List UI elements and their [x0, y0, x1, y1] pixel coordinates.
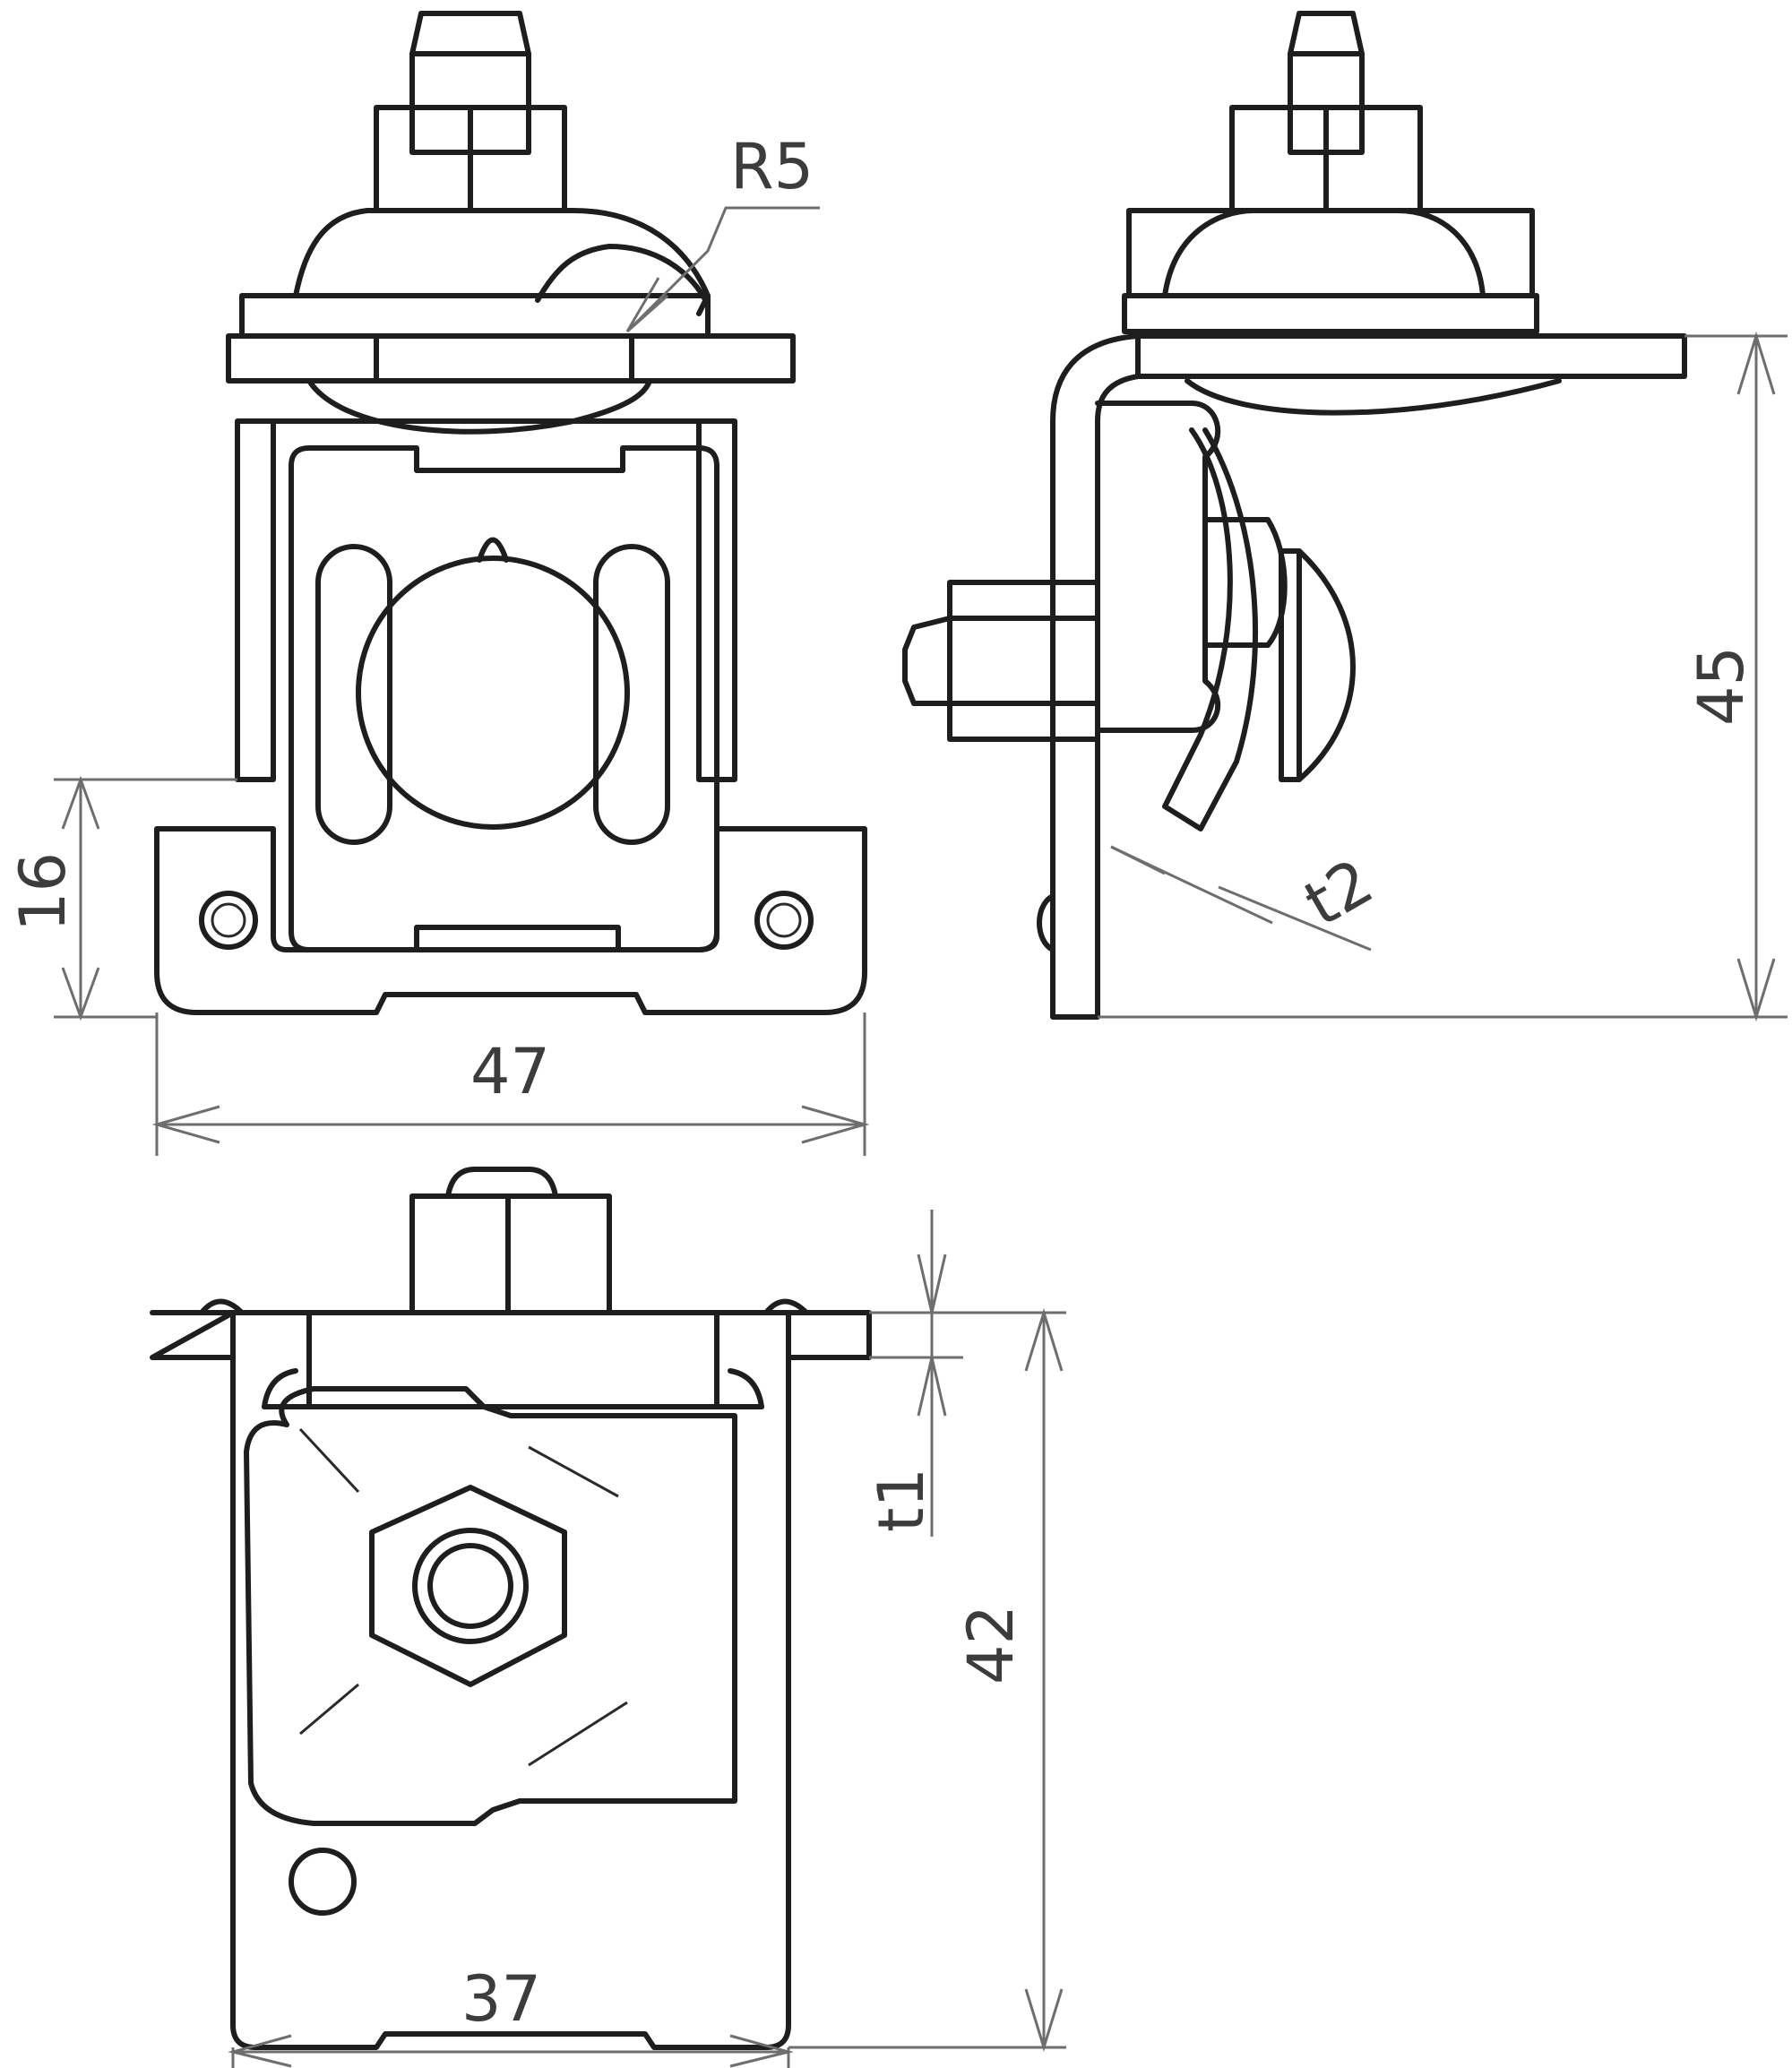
clamp-arc	[1162, 427, 1259, 832]
dome-plate	[1279, 548, 1302, 782]
top-view: t1 42 37	[150, 1167, 1066, 2068]
mounting-hole-right	[754, 891, 814, 950]
dome	[1297, 548, 1356, 782]
side-angle-bracket	[1050, 333, 1141, 1020]
main-plate	[226, 333, 796, 383]
side-view: t2 45	[902, 11, 1788, 1022]
washer	[412, 1528, 529, 1644]
bolt-tip	[409, 11, 531, 56]
top-body	[230, 1355, 791, 2050]
side-bolt-head	[947, 580, 1100, 742]
left-slot	[315, 544, 392, 845]
upper-plate	[239, 293, 711, 339]
dim-t2-line	[1218, 885, 1372, 952]
front-view: R5 16 47	[6, 11, 870, 1156]
right-slot	[593, 544, 670, 845]
dim-42-label: 42	[954, 1605, 1028, 1685]
conductor-circle	[356, 556, 630, 830]
hex-nut	[369, 1485, 567, 1687]
dim-16-label: 16	[6, 852, 80, 932]
dim-t2-label: t2	[1293, 845, 1385, 941]
mounting-hole-left	[199, 891, 258, 950]
dim-37-label: 37	[461, 1962, 541, 2036]
inner-frame	[289, 445, 719, 952]
clamp-plate	[244, 1386, 737, 1826]
top-flange	[150, 1310, 872, 1360]
dim-t1-label: t1	[865, 1468, 938, 1532]
dim-47-label: 47	[470, 1035, 550, 1108]
small-hole	[289, 1848, 357, 1916]
side-main-plate	[1135, 333, 1687, 379]
clamp-cap	[293, 208, 711, 316]
base-plate	[154, 826, 867, 1015]
dim-45-label: 45	[1684, 646, 1758, 726]
r5-leader	[625, 206, 820, 333]
dim-r5-label: R5	[730, 130, 814, 203]
